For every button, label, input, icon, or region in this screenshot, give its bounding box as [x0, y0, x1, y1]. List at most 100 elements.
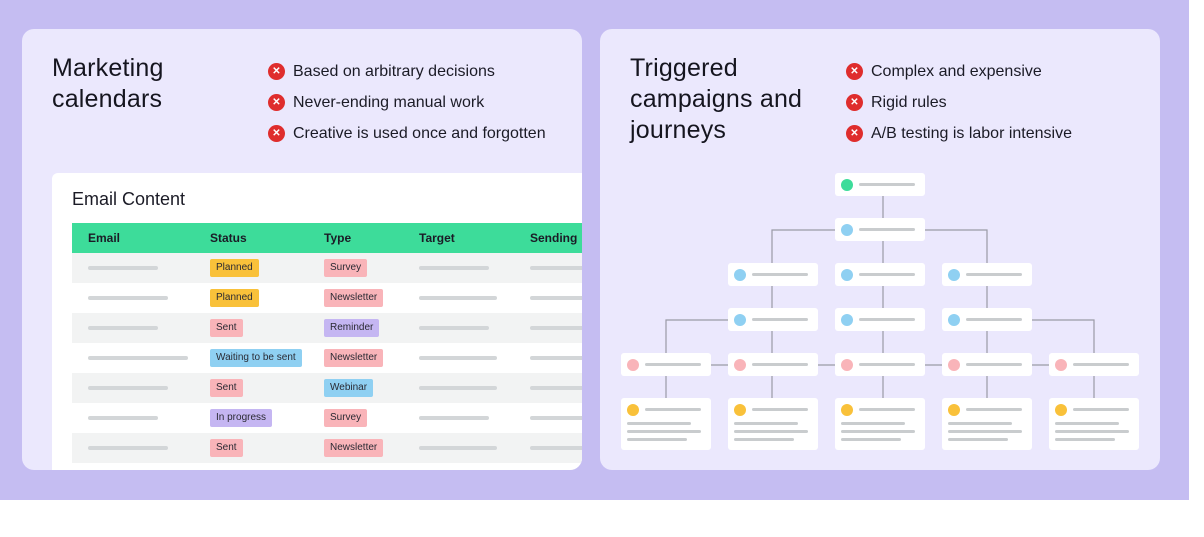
- panel-title: Marketing calendars: [52, 54, 164, 113]
- placeholder-line: [88, 296, 168, 300]
- placeholder-line: [627, 438, 687, 441]
- journey-content-card: [728, 398, 818, 450]
- journey-content-card: [835, 398, 925, 450]
- placeholder-line: [419, 356, 497, 360]
- placeholder-line: [734, 422, 798, 425]
- placeholder-line: [88, 326, 158, 330]
- placeholder-line: [859, 318, 915, 321]
- x-circle-icon: ✕: [268, 94, 285, 111]
- drawback-item: ✕A/B testing is labor intensive: [846, 118, 1072, 149]
- placeholder-line: [530, 356, 582, 360]
- content-dot-icon: [734, 404, 746, 416]
- journey-node: [942, 353, 1032, 376]
- placeholder-line: [734, 430, 808, 433]
- triggered-campaigns-panel: Triggered campaigns and journeys ✕Comple…: [600, 29, 1160, 470]
- node-dot-icon: [734, 359, 746, 371]
- status-badge: Planned: [210, 289, 259, 307]
- panel-title: Triggered campaigns and journeys: [630, 54, 803, 144]
- journey-node: [728, 353, 818, 376]
- table-header: Email Status Type Target Sending: [72, 223, 582, 253]
- table-row: Planned Newsletter: [72, 283, 582, 313]
- drawback-list: ✕Based on arbitrary decisions ✕Never-end…: [268, 56, 546, 149]
- placeholder-line: [948, 438, 1008, 441]
- placeholder-line: [530, 326, 582, 330]
- placeholder-line: [1055, 438, 1115, 441]
- drawback-item: ✕Creative is used once and forgotten: [268, 118, 546, 149]
- placeholder-line: [752, 408, 808, 411]
- journey-node: [835, 353, 925, 376]
- placeholder-line: [419, 296, 497, 300]
- placeholder-line: [88, 386, 168, 390]
- content-dot-icon: [948, 404, 960, 416]
- status-badge: Planned: [210, 259, 259, 277]
- placeholder-line: [859, 228, 915, 231]
- table-row: Sent Newsletter: [72, 433, 582, 463]
- content-dot-icon: [627, 404, 639, 416]
- journey-start-node: [835, 173, 925, 196]
- column-header-type: Type: [324, 231, 352, 245]
- placeholder-line: [419, 266, 489, 270]
- type-badge: Survey: [324, 259, 368, 277]
- type-badge: Reminder: [324, 319, 380, 337]
- journey-node: [835, 308, 925, 331]
- table-title: Email Content: [72, 189, 186, 209]
- status-badge: Sent: [210, 319, 243, 337]
- status-badge: Sent: [210, 439, 243, 457]
- placeholder-line: [530, 266, 582, 270]
- table-row: Sent Reminder: [72, 313, 582, 343]
- placeholder-line: [1073, 408, 1129, 411]
- x-circle-icon: ✕: [268, 125, 285, 142]
- table-row: Waiting to be sent Newsletter: [72, 343, 582, 373]
- column-header-target: Target: [419, 231, 455, 245]
- journey-content-card: [942, 398, 1032, 450]
- drawback-item: ✕Rigid rules: [846, 87, 1072, 118]
- journey-node: [1049, 353, 1139, 376]
- status-badge: Waiting to be sent: [210, 349, 302, 367]
- placeholder-line: [948, 422, 1012, 425]
- journey-content-card: [621, 398, 711, 450]
- journey-node: [942, 263, 1032, 286]
- placeholder-line: [966, 273, 1022, 276]
- journey-node: [835, 263, 925, 286]
- placeholder-line: [530, 416, 582, 420]
- drawback-item: ✕Based on arbitrary decisions: [268, 56, 546, 87]
- placeholder-line: [419, 446, 497, 450]
- placeholder-line: [752, 363, 808, 366]
- journey-content-card: [1049, 398, 1139, 450]
- node-dot-icon: [1055, 359, 1067, 371]
- placeholder-line: [419, 326, 489, 330]
- type-badge: Newsletter: [324, 289, 384, 307]
- placeholder-line: [1055, 422, 1119, 425]
- node-dot-icon: [948, 359, 960, 371]
- connector-lines: [665, 196, 1095, 398]
- journey-node: [835, 218, 925, 241]
- x-circle-icon: ✕: [268, 63, 285, 80]
- journey-node: [942, 308, 1032, 331]
- column-header-sending: Sending: [530, 231, 578, 245]
- placeholder-line: [1073, 363, 1129, 366]
- node-dot-icon: [948, 269, 960, 281]
- placeholder-line: [530, 296, 582, 300]
- type-badge: Newsletter: [324, 439, 384, 457]
- placeholder-line: [859, 408, 915, 411]
- placeholder-line: [88, 416, 158, 420]
- email-content-table-card: Email Content Email Status Type Target S…: [52, 173, 582, 470]
- type-badge: Survey: [324, 409, 368, 427]
- placeholder-line: [1055, 430, 1129, 433]
- placeholder-line: [966, 408, 1022, 411]
- placeholder-line: [88, 266, 158, 270]
- placeholder-line: [419, 386, 497, 390]
- placeholder-line: [530, 446, 582, 450]
- content-dot-icon: [841, 404, 853, 416]
- placeholder-line: [88, 356, 188, 360]
- type-badge: Webinar: [324, 379, 374, 397]
- placeholder-line: [645, 363, 701, 366]
- placeholder-line: [752, 318, 808, 321]
- status-badge: In progress: [210, 409, 273, 427]
- node-dot-icon: [841, 314, 853, 326]
- node-dot-icon: [841, 224, 853, 236]
- journey-node: [621, 353, 711, 376]
- x-circle-icon: ✕: [846, 63, 863, 80]
- placeholder-line: [966, 363, 1022, 366]
- content-dot-icon: [1055, 404, 1067, 416]
